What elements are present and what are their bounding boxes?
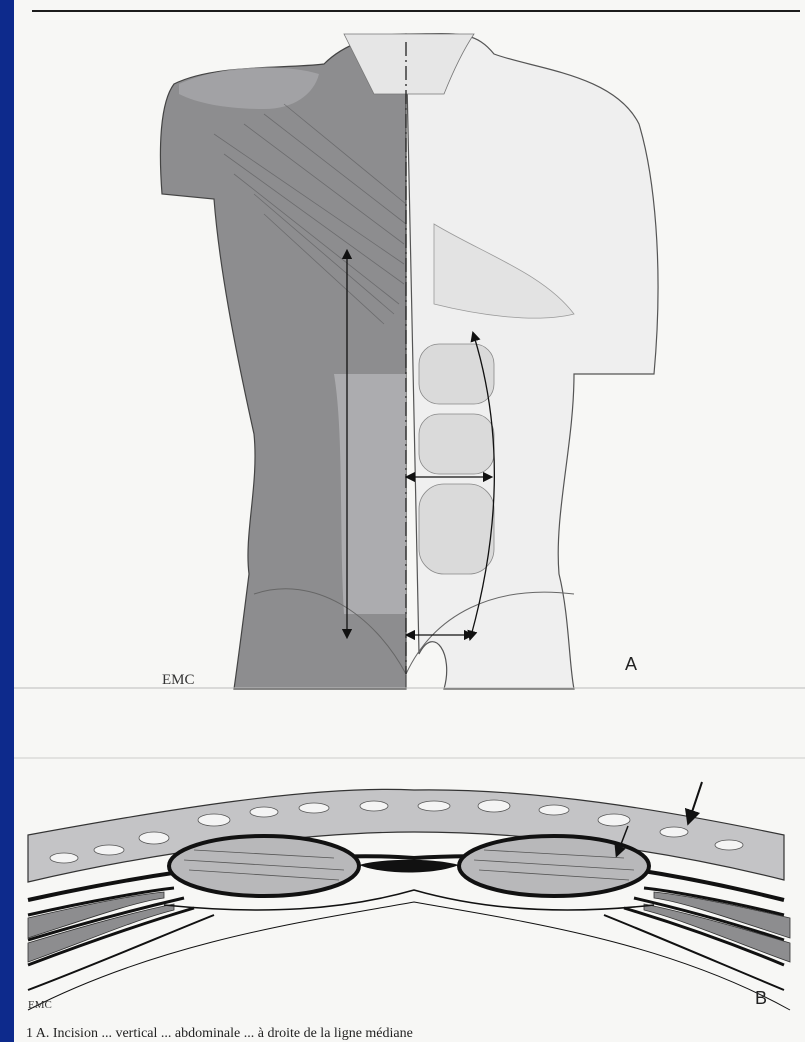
panel-a-label: A: [625, 654, 637, 674]
linea-alba: [359, 860, 459, 873]
rectus-band-right: [334, 374, 406, 614]
panel-a-torso-illustration: EMC A: [14, 14, 805, 704]
figure-caption: 1 A. Incision ... vertical ... abdominal…: [26, 1026, 796, 1042]
top-rule: [32, 10, 800, 12]
cross-section-drawing: EMC B: [14, 740, 805, 1025]
abdominal-segments: [419, 344, 494, 574]
panel-b-credit: EMC: [28, 999, 52, 1011]
panel-b-cross-section: EMC B: [14, 740, 805, 1025]
skin-arrow: [690, 782, 702, 818]
panel-a-credit: EMC: [162, 672, 195, 688]
panel-b-label: B: [755, 988, 767, 1008]
torso-drawing: EMC A: [14, 14, 805, 704]
figure-page: EMC A: [14, 0, 805, 1042]
rectus-muscle-right: [169, 836, 359, 896]
